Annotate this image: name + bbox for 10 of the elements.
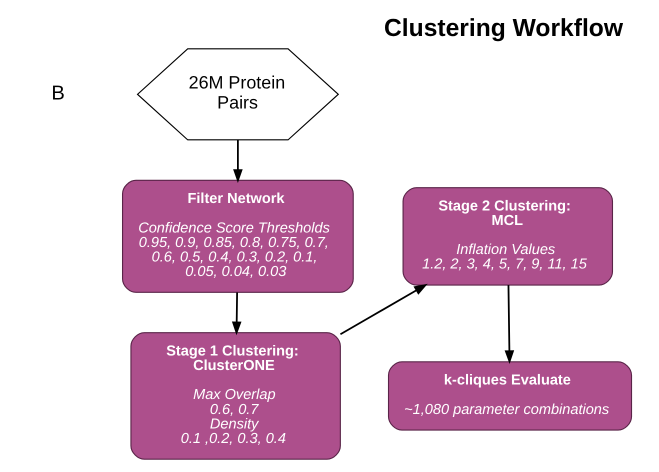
diagram-title: Clustering Workflow: [384, 14, 622, 42]
node-box: Stage 1 Clustering: ClusterONE Max Overlap 0.6, 0.7 Density 0.1 ,0.2, 0.3, 0.4: [130, 332, 340, 460]
arrow: [504, 285, 514, 364]
node-box: Stage 2 Clustering: MCL Inflation Values 1.2, 2, 3, 4, 5, 7, 9, 11, 15: [402, 187, 613, 286]
arrow: [231, 292, 241, 336]
node-box: k-cliques Evaluate ~1,080 parameter combinations: [387, 361, 632, 431]
arrow: [232, 140, 242, 183]
label: B: [50, 82, 64, 104]
arrow: [339, 284, 428, 336]
node-box: Filter Network Confidence Score Thresholds 0.95, 0.9, 0.85, 0.8, 0.75, 0.7, 0.6, 0.5, 0.4, 0.3, 0.2, 0.1, 0.05, 0.04, 0.03: [121, 180, 354, 293]
